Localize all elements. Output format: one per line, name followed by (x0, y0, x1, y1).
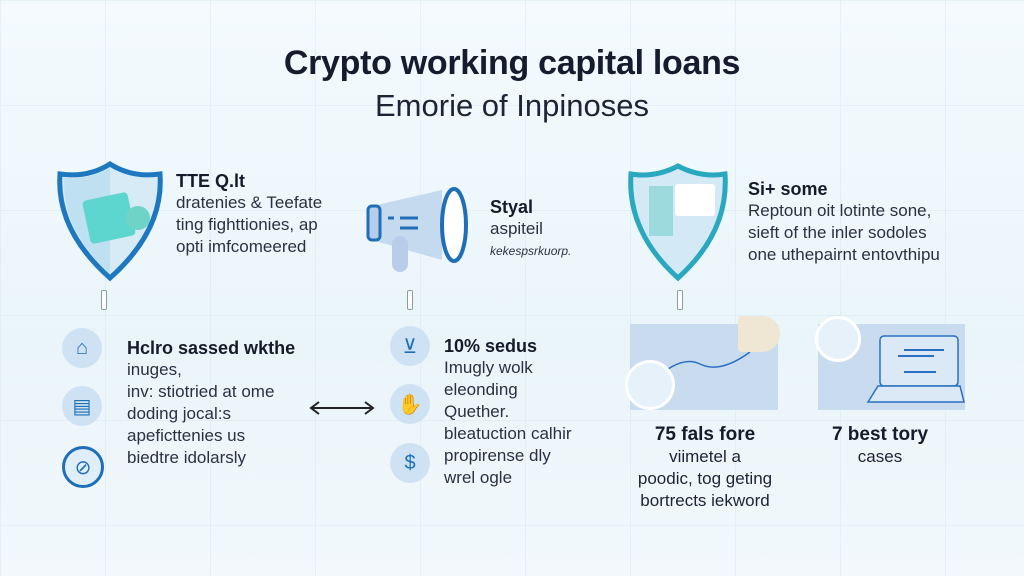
text-line: Quether. (444, 402, 510, 421)
top-block-3: Si+ some Reptoun oit lotinte sone, sieft… (748, 178, 940, 266)
mid-list-heading: 10% sedus (444, 336, 538, 356)
card-1-heading: 75 fals fore (654, 424, 756, 445)
text-line: poodic, tog geting (637, 469, 773, 488)
text-line: cases (857, 447, 903, 466)
text-line: doding jocal:s (127, 404, 231, 423)
text-line: propirense dly (444, 446, 551, 465)
text-line: Reptoun oit lotinte sone, (748, 201, 932, 220)
text-line: aspiteil (490, 219, 543, 238)
top-block-1: TTE Q.lt dratenies & Teefate ting fightt… (176, 170, 322, 258)
left-list-text: Hclro sassed wkthe inuges, inv: stiotrie… (127, 337, 295, 469)
no-entry-icon: ⊘ (62, 446, 104, 488)
text-line: opti imfcomeered (176, 237, 307, 256)
text-line: inuges, (127, 360, 182, 379)
dollar-icon: $ (390, 443, 430, 483)
double-arrow-icon (309, 401, 375, 415)
cup-icon: ⊻ (390, 326, 430, 366)
text-line: kekespsrkuorp. (490, 244, 572, 258)
connector-pin (101, 290, 107, 310)
card-2-heading: 7 best tory (831, 424, 929, 445)
megaphone-icon (366, 187, 468, 272)
text-line: dratenies & Teefate (176, 193, 323, 212)
connector-pin (677, 290, 683, 310)
card-1-text: 75 fals fore viimetel a poodic, tog geti… (610, 424, 800, 512)
text-line: bleatuction calhir (444, 424, 572, 443)
page-title: Crypto working capital loans (283, 44, 741, 82)
top-block-2: Styal aspiteil kekespsrkuorp. (490, 196, 571, 262)
people-badge-icon (815, 316, 861, 362)
page-subtitle: Emorie of Inpinoses (375, 88, 649, 123)
map-badge-icon (625, 360, 675, 410)
text-line: viimetel a (669, 447, 741, 466)
building-icon: ⌂ (62, 328, 102, 368)
top-heading-1: TTE Q.lt (176, 171, 245, 191)
document-icon: ▤ (62, 386, 102, 426)
mid-list-text: 10% sedus Imugly wolk eleonding Quether.… (444, 335, 572, 489)
text-line: sieft of the inler sodoles (748, 223, 927, 242)
shield-icon (628, 163, 728, 282)
text-line: inv: stiotried at ome (127, 382, 275, 401)
text-line: apeficttenies us (127, 426, 246, 445)
card-2-text: 7 best tory cases (800, 424, 960, 468)
text-line: biedtre idolarsly (127, 448, 247, 467)
top-heading-3: Si+ some (748, 179, 828, 199)
text-line: wrel ogle (444, 468, 513, 487)
text-line: Imugly wolk (444, 358, 533, 377)
shield-icon (57, 161, 163, 282)
text-line: ting fighttionies, ap (176, 215, 318, 234)
handshake-icon: ✋ (390, 384, 430, 424)
text-line: eleonding (444, 380, 518, 399)
connector-pin (407, 290, 413, 310)
text-line: one uthepairnt entovthipu (748, 245, 940, 264)
top-heading-2: Styal (490, 197, 534, 217)
left-list-heading: Hclro sassed wkthe (127, 338, 296, 358)
laptop-icon (818, 324, 965, 410)
text-line: bortrects iekword (640, 491, 770, 510)
tag-icon (738, 316, 780, 352)
